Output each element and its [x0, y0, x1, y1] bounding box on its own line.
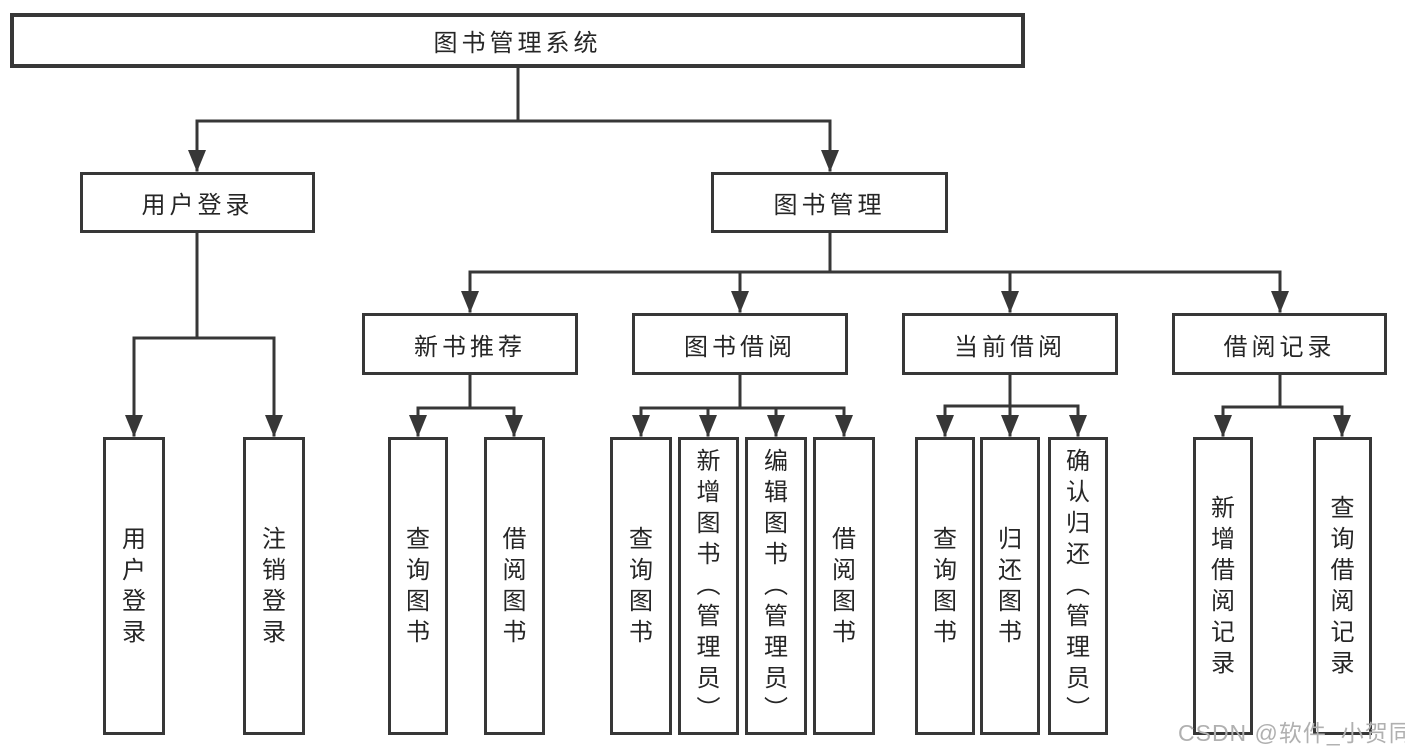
leaf-query-books-borrow: 查询图书 [610, 437, 672, 735]
node-label: 借阅图书 [832, 525, 856, 646]
leaf-edit-books-admin: 编辑图书︵管理员︶ [745, 437, 807, 735]
node-user-login: 用户登录 [80, 172, 315, 233]
leaf-confirm-return-admin: 确认归还︵管理员︶ [1048, 437, 1108, 735]
csdn-watermark: CSDN @软件_小贺同学 [1178, 720, 1405, 746]
leaf-user-login: 用户登录 [103, 437, 165, 735]
node-borrow-records: 借阅记录 [1172, 313, 1387, 375]
node-label: 查询图书 [406, 525, 430, 646]
leaf-add-books-admin: 新增图书︵管理员︶ [678, 437, 739, 735]
leaf-add-borrow-record: 新增借阅记录 [1193, 437, 1253, 735]
connector-segments [132, 66, 1344, 437]
leaf-query-books-recommend: 查询图书 [388, 437, 448, 735]
node-label: 新增图书︵管理员︶ [696, 448, 721, 723]
node-new-book-recommend: 新书推荐 [362, 313, 578, 375]
node-label: 当前借阅 [954, 333, 1066, 361]
node-book-borrow: 图书借阅 [632, 313, 848, 375]
node-label: 查询借阅记录 [1330, 494, 1355, 677]
node-label: 用户登录 [122, 525, 146, 646]
node-label: 编辑图书︵管理员︶ [764, 448, 788, 723]
node-label: 图书管理系统 [433, 30, 602, 57]
leaf-logout: 注销登录 [243, 437, 305, 735]
leaf-return-books: 归还图书 [980, 437, 1040, 735]
leaf-borrow-books: 借阅图书 [813, 437, 875, 735]
leaf-query-borrow-record: 查询借阅记录 [1313, 437, 1372, 735]
node-book-management: 图书管理 [711, 172, 948, 233]
node-label: 归还图书 [998, 525, 1022, 646]
node-label: 注销登录 [262, 525, 286, 646]
node-label: 用户登录 [141, 192, 254, 219]
node-label: 图书管理 [773, 192, 886, 219]
node-label: 借阅记录 [1223, 333, 1336, 361]
node-label: 查询图书 [629, 525, 653, 646]
arrowheads [125, 150, 1351, 437]
node-library-management-system: 图书管理系统 [10, 13, 1025, 68]
leaf-borrow-books-recommend: 借阅图书 [484, 437, 545, 735]
node-label: 借阅图书 [502, 525, 527, 646]
node-label: 新书推荐 [414, 333, 526, 361]
node-label: 确认归还︵管理员︶ [1066, 448, 1090, 723]
leaf-query-books-current: 查询图书 [915, 437, 975, 735]
node-label: 图书借阅 [684, 333, 796, 361]
node-label: 查询图书 [933, 525, 957, 646]
node-current-borrow: 当前借阅 [902, 313, 1118, 375]
node-label: 新增借阅记录 [1211, 494, 1235, 677]
